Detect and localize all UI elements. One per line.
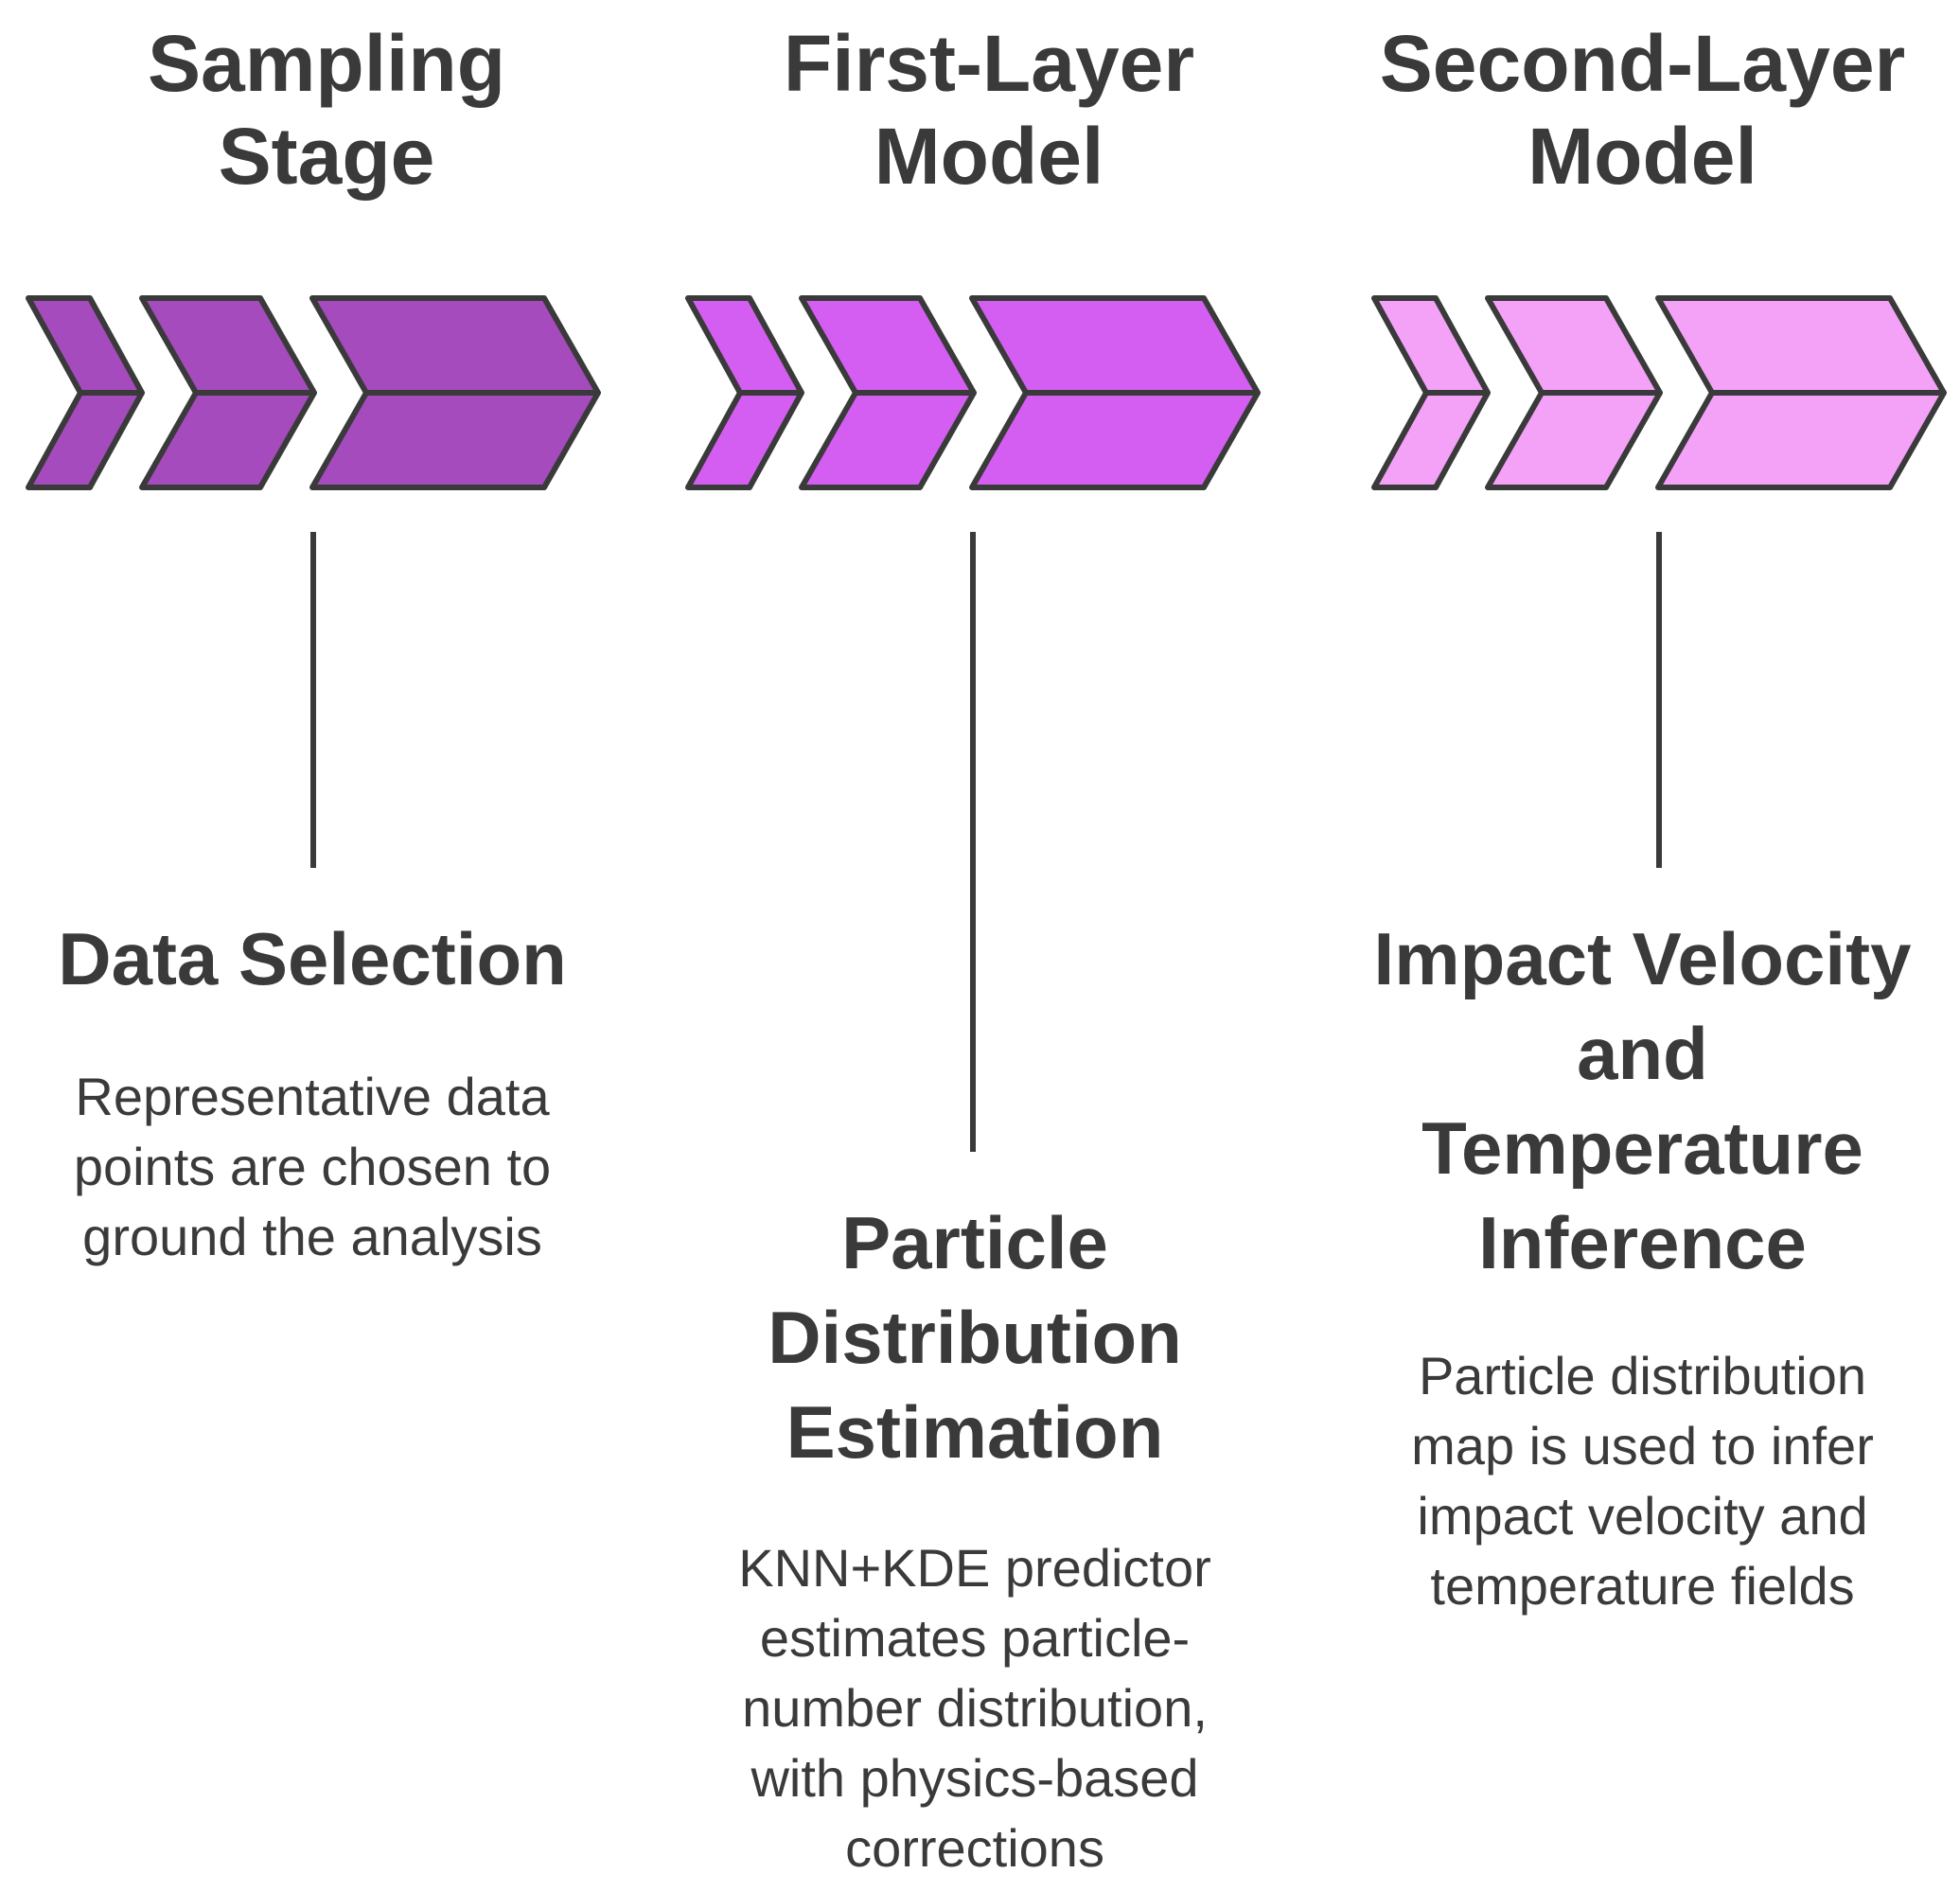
connector-line <box>970 532 976 1152</box>
stage-first-layer: First-Layer Model Particle Distribution … <box>662 0 1315 1891</box>
stage-sampling: Sampling Stage Data Selection Representa… <box>0 0 653 1891</box>
stage-title: Sampling Stage <box>147 19 506 201</box>
step-title: Particle Distribution Estimation <box>768 1201 1182 1474</box>
stage-title: Second-Layer Model <box>1379 19 1906 201</box>
step-title: Data Selection <box>58 917 567 1000</box>
step-title: Impact Velocity and Temperature Inferenc… <box>1373 917 1912 1284</box>
stage-second-layer: Second-Layer Model Impact Velocity and T… <box>1325 0 1960 1891</box>
step-description: KNN+KDE predictor estimates particle- nu… <box>738 1538 1211 1878</box>
connector-line <box>310 532 316 868</box>
chevron-arrows-icon <box>1371 295 1947 490</box>
connector-line <box>1656 532 1662 868</box>
step-description: Representative data points are chosen to… <box>73 1067 552 1266</box>
stage-title: First-Layer Model <box>783 19 1195 201</box>
chevron-arrows-icon <box>685 295 1261 490</box>
step-description: Particle distribution map is used to inf… <box>1411 1346 1874 1616</box>
chevron-arrows-icon <box>26 295 601 490</box>
